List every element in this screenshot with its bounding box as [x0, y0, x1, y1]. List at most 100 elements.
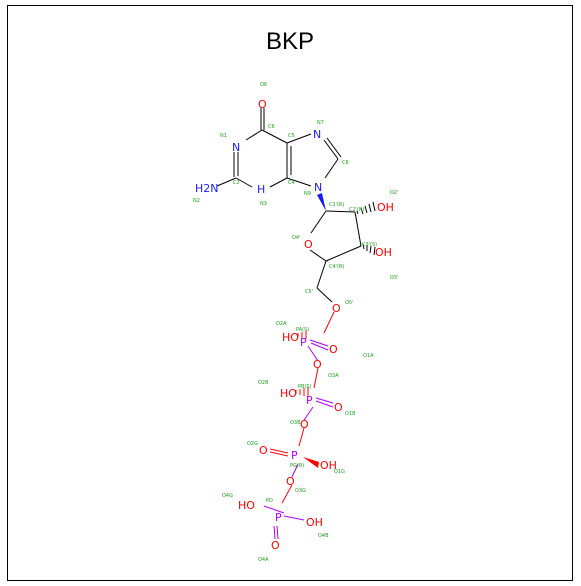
bond: [309, 249, 327, 262]
atom-PB: P: [306, 394, 313, 407]
label-C5p: C5': [305, 289, 313, 295]
label-N1: N1: [220, 133, 227, 139]
bond: [315, 400, 334, 408]
bond-group: [216, 108, 362, 303]
bond: [216, 177, 237, 187]
label-O3B: O3B: [290, 420, 301, 426]
wedge-bond: [317, 193, 326, 211]
bond: [276, 525, 279, 540]
bond: [303, 406, 314, 421]
label-O6: O6: [260, 82, 267, 88]
bond: [269, 451, 289, 457]
bond: [286, 133, 312, 144]
atom-O6: O: [258, 98, 267, 111]
label-C5: C5: [288, 133, 295, 139]
atom-O3B: O: [300, 418, 309, 431]
hash-bond: [295, 331, 309, 397]
atom-NH2: H2N: [195, 182, 219, 195]
label-O1B: O1B: [345, 411, 356, 417]
label-O2A: O2A: [276, 321, 287, 327]
atom-O5p: O: [332, 302, 341, 315]
bond: [325, 245, 362, 262]
atom-O1A: O: [329, 343, 338, 356]
atom-PD: P: [275, 511, 282, 524]
label-O5p: O5': [345, 300, 354, 306]
atom-O2p: OH: [377, 201, 394, 214]
atom-O4A: O: [271, 539, 280, 552]
bond: [324, 158, 339, 179]
bond: [310, 342, 329, 351]
label-N3: N3: [260, 201, 267, 207]
label-C2: C2: [233, 180, 240, 186]
bond: [235, 177, 253, 188]
bond: [261, 129, 288, 144]
phosphate-bond-group: [263, 311, 335, 540]
bond: [269, 448, 289, 454]
atom-O4p: O: [304, 238, 313, 251]
atom-symbols: O N N H N H2N OH OH O O P HO O O P HO O …: [195, 98, 394, 552]
hash-bond: [362, 243, 376, 256]
bond: [310, 210, 327, 234]
wedge-bond: [303, 457, 319, 468]
wedge-bond: [322, 258, 330, 263]
label-N7: N7: [317, 120, 324, 126]
molecule-structure: O N N H N H2N OH OH O O P HO O O P HO O …: [193, 82, 399, 563]
label-C1p: C1'(R): [329, 202, 344, 208]
bond: [313, 367, 319, 389]
bond: [286, 177, 312, 187]
atom-O2B: HO: [280, 387, 297, 400]
molecule-title: BKP: [265, 28, 315, 55]
bond: [323, 311, 335, 334]
figure-frame: BKP: [7, 5, 573, 581]
label-O3p: O3': [390, 275, 399, 281]
bond: [245, 129, 263, 141]
atom-N1: N: [232, 141, 240, 154]
label-C4p: C4'(R): [329, 264, 344, 270]
label-O4B: O4B: [318, 533, 329, 539]
atom-O3p: OH: [375, 246, 392, 259]
label-O3A: O3A: [328, 373, 339, 379]
label-PB: PB(S): [298, 384, 312, 390]
label-O1A: O1A: [363, 353, 374, 359]
bond: [325, 210, 356, 213]
bond: [273, 525, 276, 540]
label-O2B: O2B: [258, 380, 269, 386]
label-C2p: C2'(R): [349, 207, 364, 213]
label-PD: PD: [266, 498, 273, 504]
bond: [315, 397, 334, 404]
bond: [307, 345, 319, 362]
atom-O3G: O: [286, 475, 295, 488]
label-C4: C4: [288, 180, 295, 186]
atom-PG: P: [291, 449, 298, 462]
bond: [263, 505, 285, 514]
label-O4G: O4G: [222, 493, 233, 499]
label-PG: PG(R): [290, 463, 304, 469]
atom-O2A: HO: [282, 331, 299, 344]
atom-O1G: OH: [320, 459, 337, 472]
bond: [291, 463, 299, 478]
label-O1G: O1G: [334, 469, 345, 475]
atom-N3: H: [257, 183, 265, 196]
label-N9: N9: [304, 191, 311, 197]
hash-bond: [356, 201, 376, 215]
bond: [281, 484, 293, 504]
atom-O4G: HO: [238, 499, 255, 512]
label-C8: C8: [342, 160, 349, 166]
atom-O3A: O: [313, 358, 322, 371]
bond: [316, 287, 333, 303]
bond: [298, 427, 305, 447]
label-C6: C6: [268, 124, 275, 130]
label-O2G: O2G: [247, 441, 258, 447]
atom-O1B: O: [334, 401, 343, 414]
atom-N9: N: [314, 181, 322, 194]
bond: [323, 139, 339, 160]
bond: [316, 260, 327, 289]
label-N2: N2: [193, 198, 200, 204]
atom-N7: N: [313, 128, 321, 141]
label-C3p: C3'(S): [362, 242, 377, 248]
atom-PA: P: [300, 336, 307, 349]
bond: [326, 137, 342, 158]
atom-annotations: O6 C6 N1 C5 N7 C8 C2 C4 N2 N3 N9 C1'(R) …: [193, 82, 399, 563]
atom-O2G: O: [259, 444, 268, 457]
bond: [309, 339, 329, 347]
